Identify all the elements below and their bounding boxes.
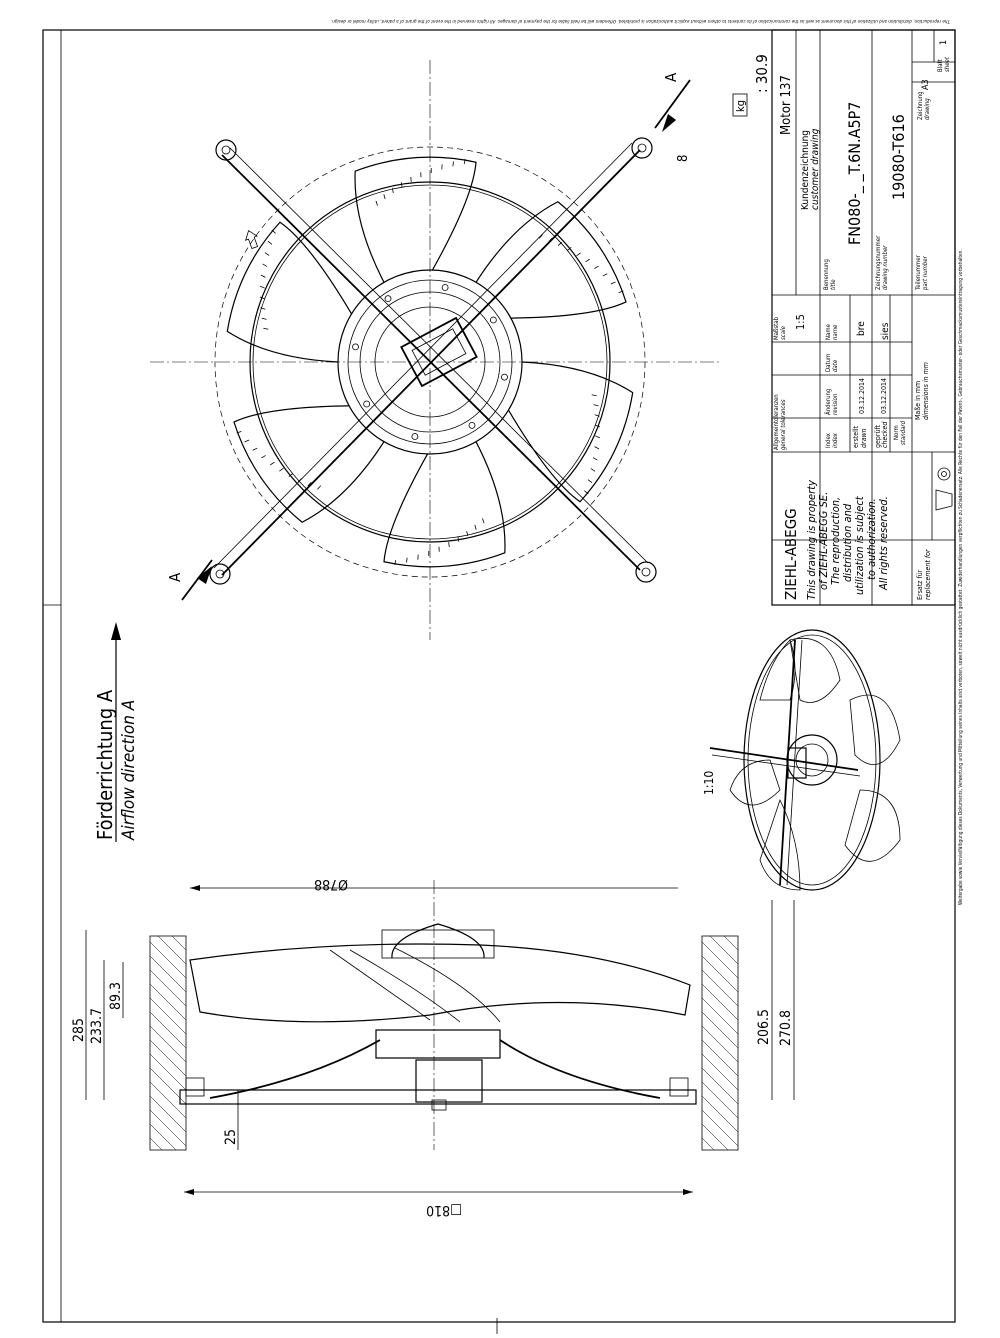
outer-frame (43, 30, 955, 1322)
index-header-en: index (832, 432, 839, 448)
format-value: A3 (921, 79, 931, 90)
tolerances-de: Allgemeintoleranzen (773, 394, 780, 450)
sheet-value: 1 (939, 40, 949, 45)
right-notice: Weitergabe sowie Vervielfältigung dieses… (958, 249, 964, 905)
airflow-english: Airflow direction A (119, 700, 139, 841)
top-notice: The reproduction, distribution and utili… (331, 18, 950, 24)
units-de: Maße in mm (914, 381, 922, 420)
index-header-de: Index (825, 432, 832, 448)
dim-270-8: 270.8 (778, 1010, 794, 1046)
scale-label-de: Maßstab (773, 316, 780, 340)
weight-value: : 30.9 (753, 54, 771, 93)
revision-header-de: Änderung (825, 389, 832, 415)
checked-name: sies (880, 322, 891, 340)
airflow-direction: Förderrichtung A Airflow direction A (93, 622, 139, 842)
drawn-name: bre (856, 321, 867, 336)
dim-8: 8 (676, 155, 691, 162)
scale-value: 1:5 (794, 314, 807, 330)
weight-label: kg (734, 100, 747, 112)
dim-25: 25 (223, 1129, 239, 1145)
airflow-german: Förderrichtung A (93, 689, 117, 840)
motor-label: Motor 137 (779, 75, 794, 135)
replacement-de: Ersatz für (916, 569, 924, 600)
part-number-label-en: part number (922, 255, 929, 291)
name-header-de: Name (825, 323, 832, 340)
drawing-number-label-en: drawing number (882, 245, 889, 290)
drawn-label-en: drawn (860, 428, 868, 448)
checked-date: 03.12.2014 (880, 378, 888, 414)
property-line-7: All rights reserved. (877, 496, 890, 591)
norm-label-en: standard (900, 420, 907, 445)
checked-label-en: checked (881, 421, 889, 448)
part-number-label-de: Teilenummer (915, 254, 922, 291)
dimensions: Ø788 □810 285 233.7 89.3 25 206.5 270.8 (71, 876, 794, 1218)
title-value: FN080-_ _T.6N.A5P7 (845, 102, 865, 245)
company-name: ZIEHL-ABEGG (782, 508, 800, 600)
benennung-label-en: title (830, 279, 837, 290)
name-header-en: name (832, 324, 839, 340)
benennung-label-de: Benennung (823, 259, 830, 290)
fan-top-view: A 8 A (150, 60, 720, 640)
sheet-label-en: sheet (944, 56, 951, 72)
section-a-bottom: A (166, 572, 184, 582)
sheet-label-de: Blatt (937, 59, 944, 72)
inner-frame (61, 30, 955, 1322)
drawing-number: 19080-T616 (889, 114, 908, 200)
format-label-en: drawing (924, 98, 931, 120)
scale-label-en: scale (780, 325, 787, 340)
drawing-number-label-de: Zeichnungsnummer (875, 235, 882, 290)
dim-206-5: 206.5 (756, 1009, 772, 1045)
iso-view-scale: 1:10 (702, 771, 716, 795)
title-block: Motor 137 Kundenzeichnung customer drawi… (772, 30, 955, 605)
date-header-de: Datum (825, 354, 832, 372)
drawn-date: 03.12.2014 (858, 378, 866, 414)
fan-isometric-view: 1:10 (702, 630, 900, 890)
section-a-top: A (662, 72, 680, 82)
projection-symbol (938, 468, 950, 480)
tolerances-en: general tolerances (780, 399, 787, 450)
drawn-label-de: erstellt (852, 425, 860, 448)
units-en: dimensions in mm (922, 362, 930, 420)
dim-89-3: 89.3 (108, 982, 124, 1010)
dim-233-7: 233.7 (89, 1008, 105, 1044)
dim-diameter-788: Ø788 (314, 876, 348, 892)
revision-header-en: revision (832, 393, 839, 415)
format-label-de: Zeichnung (917, 91, 924, 120)
dim-square-810: □810 (426, 1202, 462, 1218)
date-header-en: date (832, 359, 839, 372)
replacement-en: replacement for (924, 549, 932, 600)
dim-285: 285 (71, 1018, 87, 1042)
norm-label-de: Norm (893, 425, 900, 440)
drawing-type-en: customer drawing (810, 128, 821, 210)
